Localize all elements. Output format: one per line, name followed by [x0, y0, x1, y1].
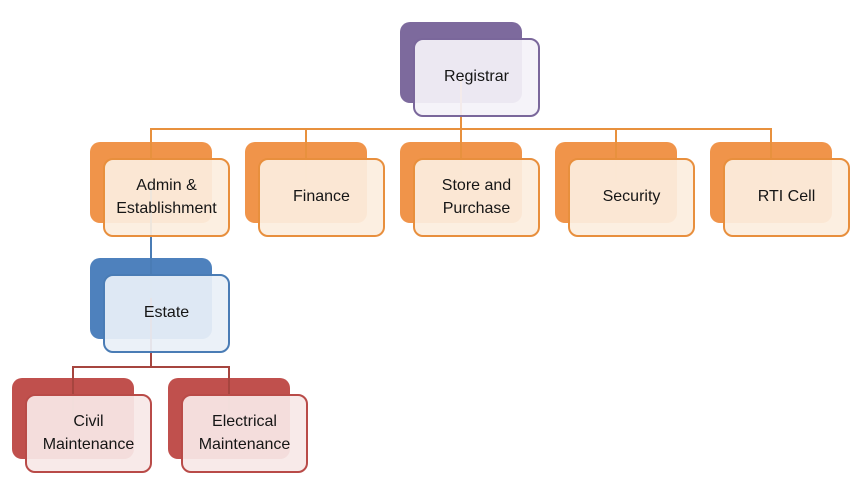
node-label: Security — [602, 188, 661, 206]
node-card: RTI Cell — [723, 158, 850, 237]
node-label: RTI Cell — [757, 188, 816, 206]
node-card: Finance — [258, 158, 385, 237]
connector-drop-electrical — [228, 366, 230, 418]
node-label: Store and Purchase — [441, 177, 512, 217]
org-node-rti-cell: RTI Cell — [710, 142, 850, 242]
node-card: Registrar — [413, 38, 540, 117]
node-label: Electrical Maintenance — [198, 413, 291, 453]
node-card: Admin & Establishment — [103, 158, 230, 237]
org-node-electrical-maintenance: Electrical Maintenance — [168, 378, 308, 478]
org-node-security: Security — [555, 142, 695, 242]
node-label: Civil Maintenance — [42, 413, 135, 453]
node-label: Admin & Establishment — [116, 177, 217, 217]
org-node-registrar: Registrar — [400, 22, 540, 122]
org-node-civil-maintenance: Civil Maintenance — [12, 378, 152, 478]
connector-drop-store — [460, 128, 462, 182]
node-label: Estate — [143, 304, 190, 322]
node-label: Registrar — [444, 68, 509, 86]
connector-drop-civil — [72, 366, 74, 418]
org-node-admin-establishment: Admin & Establishment — [90, 142, 230, 242]
org-node-store-and-purchase: Store and Purchase — [400, 142, 540, 242]
node-card: Civil Maintenance — [25, 394, 152, 473]
connector-drop-finance — [305, 128, 307, 182]
node-card: Security — [568, 158, 695, 237]
connector-level4-rail — [72, 366, 230, 368]
org-node-estate: Estate — [90, 258, 230, 358]
connector-drop-admin — [150, 128, 152, 182]
node-card: Estate — [103, 274, 230, 353]
node-card: Store and Purchase — [413, 158, 540, 237]
node-card: Electrical Maintenance — [181, 394, 308, 473]
connector-drop-security — [615, 128, 617, 182]
connector-drop-rti — [770, 128, 772, 182]
connector-admin-estate — [150, 182, 152, 298]
org-node-finance: Finance — [245, 142, 385, 242]
node-label: Finance — [293, 188, 350, 206]
